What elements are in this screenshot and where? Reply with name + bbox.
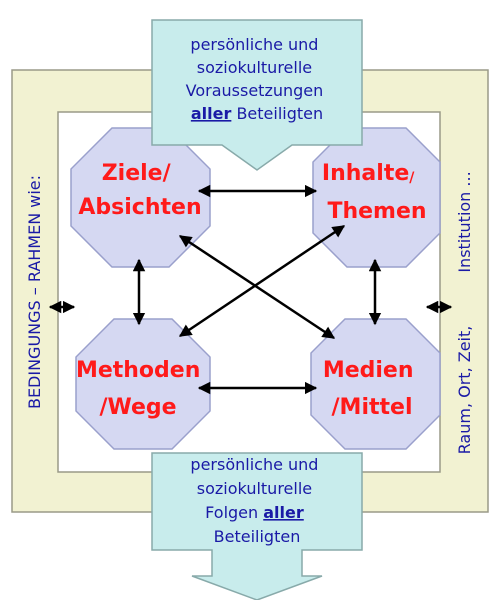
methoden-label: Methoden /Wege xyxy=(76,358,208,420)
inhalte-line2: Themen xyxy=(327,199,426,224)
ziele-label: Ziele/ Absichten xyxy=(78,161,201,220)
bottom-line3-pre: Folgen xyxy=(205,503,258,522)
arrow-ziele-medien xyxy=(178,234,336,340)
node-inhalte xyxy=(312,127,441,268)
methoden-line2: /Wege xyxy=(99,395,176,420)
node-medien xyxy=(310,318,441,450)
top-line3: Voraussetzungen xyxy=(186,81,324,100)
inhalte-line1: Inhalte xyxy=(322,161,409,186)
top-line4-bold: aller xyxy=(191,104,232,123)
bottom-line4: Beteiligten xyxy=(214,527,301,546)
left-side-label: BEDINGUNGS – RAHMEN wie: xyxy=(25,175,44,409)
medien-label: Medien /Mittel xyxy=(323,358,421,420)
ziele-line2: Absichten xyxy=(78,195,201,220)
inhalte-slash: / xyxy=(409,170,415,186)
top-box-text: persönliche und soziokulturelle Vorausse… xyxy=(186,35,329,123)
right-side-label-1: Institution ... xyxy=(455,171,474,272)
top-callout xyxy=(151,19,363,171)
methoden-line1: Methoden xyxy=(76,358,200,383)
medien-line1: Medien xyxy=(323,358,414,383)
bottom-line3-bold: aller xyxy=(263,503,304,522)
bottom-callout xyxy=(151,452,363,600)
top-line2: soziokulturelle xyxy=(197,58,312,77)
top-line4-rest: Beteiligten xyxy=(236,104,323,123)
bottom-line2: soziokulturelle xyxy=(197,479,312,498)
node-methoden xyxy=(75,318,211,450)
medien-line2: /Mittel xyxy=(332,395,413,420)
inhalte-label: Inhalte/ Themen xyxy=(322,161,427,224)
bottom-box-text: persönliche und soziokulturelle Folgen a… xyxy=(190,455,323,546)
ziele-line1: Ziele/ xyxy=(102,161,172,186)
arrow-inhalte-methoden xyxy=(178,224,346,338)
right-side-label-2: Raum, Ort, Zeit, xyxy=(455,326,474,455)
bottom-line1: persönliche und xyxy=(190,455,318,474)
top-line1: persönliche und xyxy=(190,35,318,54)
